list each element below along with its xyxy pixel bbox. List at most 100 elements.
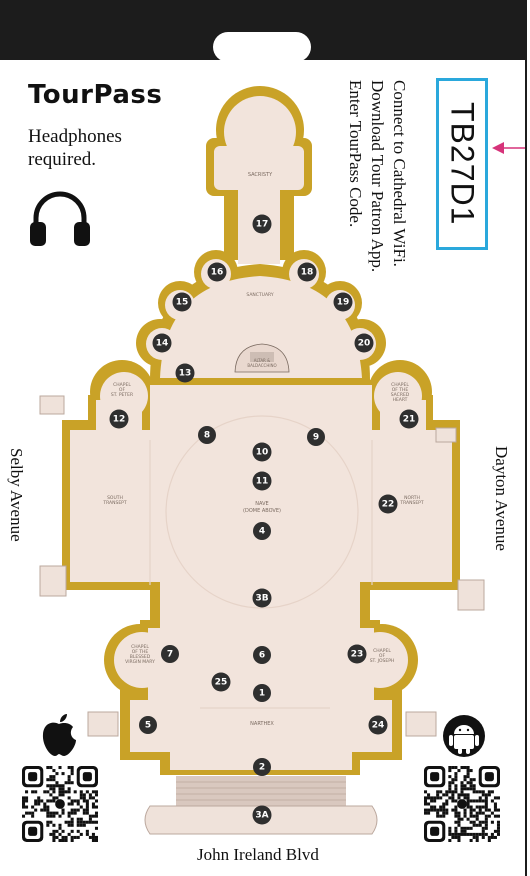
svg-text:22: 22 bbox=[382, 500, 395, 510]
room-label: ST. JOSEPH bbox=[370, 658, 395, 664]
room-label: ALTAR & bbox=[254, 358, 270, 363]
tour-stop-1[interactable]: 1 bbox=[253, 684, 271, 702]
room-label: OF bbox=[379, 653, 386, 659]
room-label: NARTHEX bbox=[250, 721, 274, 727]
headphones-icon bbox=[30, 191, 90, 246]
svg-text:17: 17 bbox=[256, 220, 269, 230]
room-label: TRANSEPT bbox=[102, 500, 127, 506]
altar bbox=[234, 343, 290, 373]
svg-text:8: 8 bbox=[204, 431, 210, 441]
svg-text:12: 12 bbox=[113, 415, 126, 425]
instruction-line-2: Download Tour Patron App. bbox=[368, 80, 387, 273]
tour-stop-21[interactable]: 21 bbox=[399, 409, 419, 429]
svg-text:25: 25 bbox=[215, 678, 228, 688]
room-label: CHAPEL bbox=[373, 648, 391, 654]
lanyard-slot bbox=[213, 32, 311, 62]
tour-stop-16[interactable]: 16 bbox=[207, 262, 227, 282]
svg-text:19: 19 bbox=[337, 298, 350, 308]
room-label: SACRISTY bbox=[248, 172, 273, 178]
room-label: CHAPEL bbox=[113, 382, 131, 388]
instruction-line-1: Connect to Cathedral WiFi. bbox=[390, 80, 409, 267]
street-bottom: John Ireland Blvd bbox=[197, 845, 319, 864]
tour-stop-13[interactable]: 13 bbox=[175, 363, 195, 383]
plan-outlines bbox=[149, 415, 373, 709]
svg-text:18: 18 bbox=[301, 268, 314, 278]
tour-stop-4[interactable]: 4 bbox=[253, 522, 271, 540]
headphones-note: Headphones required. bbox=[28, 126, 122, 170]
tour-stop-3a[interactable]: 3A bbox=[252, 805, 272, 825]
svg-text:10: 10 bbox=[256, 448, 269, 458]
room-label: NAVE bbox=[255, 501, 268, 507]
tour-stop-12[interactable]: 12 bbox=[109, 409, 129, 429]
svg-text:14: 14 bbox=[156, 339, 169, 349]
tour-stop-14[interactable]: 14 bbox=[152, 333, 172, 353]
room-label: OF bbox=[119, 387, 126, 393]
room-label: OF THE bbox=[132, 649, 149, 655]
svg-text:1: 1 bbox=[259, 689, 265, 699]
tour-stop-9[interactable]: 9 bbox=[307, 428, 325, 446]
room-label: (DOME ABOVE) bbox=[243, 508, 281, 514]
room-label: NORTH bbox=[404, 495, 420, 501]
room-label: BLESSED bbox=[130, 654, 151, 660]
room-label: SACRED bbox=[391, 392, 410, 398]
svg-text:4: 4 bbox=[259, 527, 265, 537]
apple-logo-icon[interactable] bbox=[38, 712, 80, 758]
svg-text:3A: 3A bbox=[255, 811, 268, 821]
tour-stop-23[interactable]: 23 bbox=[347, 644, 367, 664]
room-label: VIRGIN MARY bbox=[125, 659, 155, 665]
pointer-arrow-icon bbox=[492, 142, 525, 154]
room-label: CHAPEL bbox=[131, 644, 149, 650]
svg-text:6: 6 bbox=[259, 651, 265, 661]
tour-stop-10[interactable]: 10 bbox=[252, 442, 272, 462]
svg-text:16: 16 bbox=[211, 268, 224, 278]
tour-stop-22[interactable]: 22 bbox=[378, 494, 398, 514]
room-label: CHAPEL bbox=[391, 382, 409, 388]
svg-text:11: 11 bbox=[256, 477, 269, 487]
street-right: Dayton Avenue bbox=[492, 446, 511, 551]
tour-code: TB27D1 bbox=[444, 102, 481, 226]
svg-text:21: 21 bbox=[403, 415, 416, 425]
svg-text:5: 5 bbox=[145, 721, 151, 731]
tour-stop-17[interactable]: 17 bbox=[252, 214, 272, 234]
tour-stop-6[interactable]: 6 bbox=[253, 646, 271, 664]
room-label: ST. PETER bbox=[111, 392, 133, 398]
instruction-line-3: Enter TourPass Code. bbox=[346, 80, 365, 228]
lanyard-strip bbox=[0, 0, 525, 62]
tour-stop-20[interactable]: 20 bbox=[354, 333, 374, 353]
svg-text:24: 24 bbox=[372, 721, 385, 731]
tour-stop-18[interactable]: 18 bbox=[297, 262, 317, 282]
tour-stop-7[interactable]: 7 bbox=[161, 645, 179, 663]
brand-title: TourPass bbox=[28, 80, 163, 110]
tour-stop-3b[interactable]: 3B bbox=[252, 588, 272, 608]
tour-stop-24[interactable]: 24 bbox=[368, 715, 388, 735]
tour-code-box: TB27D1 bbox=[436, 78, 488, 250]
svg-text:9: 9 bbox=[313, 433, 319, 443]
svg-text:7: 7 bbox=[167, 650, 173, 660]
android-logo-icon[interactable] bbox=[442, 714, 486, 758]
svg-text:20: 20 bbox=[358, 339, 371, 349]
qr-code-android[interactable] bbox=[424, 766, 500, 842]
tour-stop-25[interactable]: 25 bbox=[211, 672, 231, 692]
svg-text:2: 2 bbox=[259, 763, 265, 773]
svg-text:23: 23 bbox=[351, 650, 364, 660]
tour-stop-2[interactable]: 2 bbox=[253, 758, 271, 776]
tour-stop-8[interactable]: 8 bbox=[198, 426, 216, 444]
tour-stop-19[interactable]: 19 bbox=[333, 292, 353, 312]
svg-text:15: 15 bbox=[176, 298, 189, 308]
room-label: HEART bbox=[393, 397, 408, 403]
room-label: OF THE bbox=[392, 387, 409, 393]
tour-stop-11[interactable]: 11 bbox=[252, 471, 272, 491]
room-label: SOUTH bbox=[107, 495, 123, 501]
tour-stop-5[interactable]: 5 bbox=[139, 716, 157, 734]
tour-stop-15[interactable]: 15 bbox=[172, 292, 192, 312]
room-label: TRANSEPT bbox=[399, 500, 424, 506]
qr-code-ios[interactable] bbox=[22, 766, 98, 842]
room-label: BALDACCHINO bbox=[247, 363, 276, 368]
svg-text:3B: 3B bbox=[255, 594, 268, 604]
svg-text:13: 13 bbox=[179, 369, 192, 379]
wifi-instructions: Connect to Cathedral WiFi. Download Tour… bbox=[340, 80, 412, 300]
